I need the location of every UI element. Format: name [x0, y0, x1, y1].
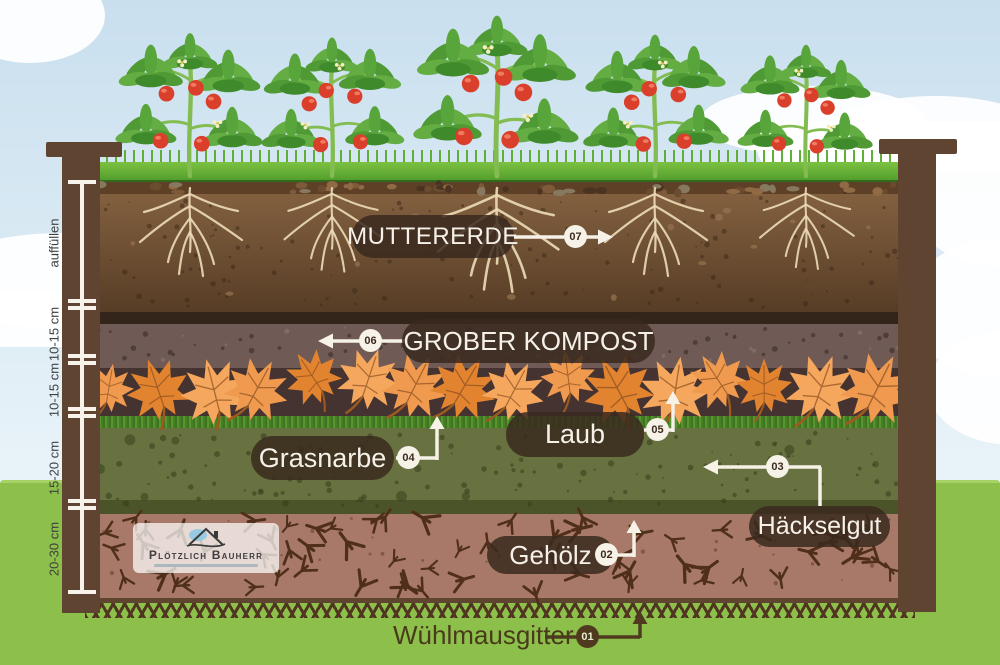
soil-bottom-edge	[85, 598, 915, 603]
laub-leaves	[86, 349, 913, 430]
lawn-edge	[85, 180, 915, 183]
logo-text: Plötzlich Bauherr	[148, 548, 264, 562]
scale-label-20-30: 20-30 cm	[46, 521, 62, 577]
label-haeckselgut: Häckselgut	[749, 506, 890, 547]
badge-06: 06	[359, 329, 382, 352]
measure-ruler	[68, 180, 96, 594]
logo-tagline	[154, 564, 258, 567]
left-post-cap	[46, 142, 122, 157]
lawn-layer	[85, 162, 915, 182]
dark-olive-band	[85, 500, 915, 514]
badge-02: 02	[595, 543, 618, 566]
haeckselgut-arrow	[703, 459, 822, 506]
badge-05: 05	[646, 418, 669, 441]
right-post-cap	[879, 139, 957, 154]
label-gehoelz: Gehölz	[487, 536, 614, 574]
gehoelz-arrow	[614, 520, 642, 557]
tomato-plant-1	[115, 33, 263, 179]
badge-04: 04	[397, 446, 420, 469]
label-grasnarbe: Grasnarbe	[251, 436, 394, 480]
scale-label-auffuellen: auffüllen	[46, 218, 62, 268]
tomato-plant-2	[261, 37, 405, 179]
label-wuehlmausgitter: Wühlmausgitter	[393, 620, 574, 650]
scale-label-10-15: 10-15 cm	[46, 306, 62, 362]
grass-blades-strip	[85, 150, 915, 164]
grass-fringe	[85, 416, 915, 428]
layer-wuehlmausgitter-mesh	[85, 603, 915, 618]
label-laub: Laub	[506, 412, 644, 457]
badge-01: 01	[576, 625, 599, 648]
label-muttererde: MUTTERERDE	[347, 215, 518, 258]
tomato-plant-4	[583, 34, 729, 179]
tomato-plant-3	[413, 15, 579, 179]
scale-label-10-15-b: 10-15 cm	[46, 362, 62, 418]
scale-label-15-20: 15-20 cm	[46, 440, 62, 496]
dark-soil-band	[85, 312, 915, 324]
label-grober-kompost: GROBER KOMPOST	[402, 319, 655, 363]
right-post	[898, 153, 936, 612]
tomato-plant-5	[737, 44, 873, 179]
badge-03: 03	[766, 455, 789, 478]
logo-house-icon	[186, 527, 226, 548]
badge-07: 07	[564, 225, 587, 248]
logo-watermark: Plötzlich Bauherr	[133, 523, 279, 573]
